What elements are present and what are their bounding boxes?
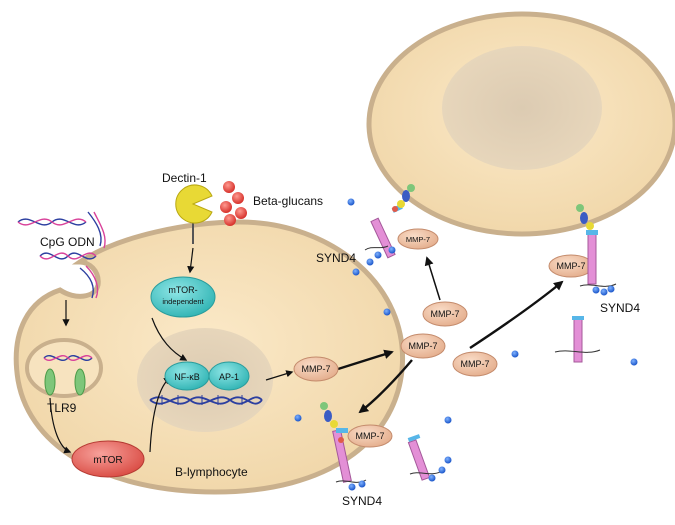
mmp7-label-5: MMP-7 [406,235,430,244]
dectin-1-receptor [175,184,213,244]
mmp7-label-3: MMP-7 [409,341,438,351]
endosome [25,338,103,398]
nfkb-node: NF-κB [164,361,210,391]
tlr9-receptors [44,368,86,396]
arrow-to-synd4-bottom [358,359,413,414]
cpg-odn-label: CpG ODN [40,235,95,249]
dna-helix [149,395,263,405]
mtor-independent-label-line1: mTOR- [168,285,197,295]
arrow-mmp7-out [337,349,394,371]
arrow-to-synd4-right [469,280,564,350]
cpg-odn-strands [17,211,106,361]
arrow-to-synd4-top [424,256,441,301]
arrow-ap1-to-mmp7 [265,370,294,381]
mmp7-label-2: MMP-7 [431,309,460,319]
synd4-right [576,204,617,296]
b-lymphocyte-label: B-lymphocyte [175,465,248,479]
mmp7-extracellular-2: MMP-7 [400,333,446,359]
target-cell-nucleus [442,46,602,170]
synd4-cleaved-bottom [407,434,452,482]
mmp7-label-4: MMP-7 [461,359,490,369]
synd4-label-top: SYND4 [316,251,356,265]
mtor-node: mTOR [71,440,145,478]
arrow-tlr9-to-mtor [49,397,72,454]
shed-fragments [294,198,638,424]
mmp7-label-1: MMP-7 [302,364,331,374]
nfkb-label: NF-κB [174,372,200,382]
dectin-1-label: Dectin-1 [162,171,207,185]
synd4-top [364,184,415,259]
beta-glucans-label: Beta-glucans [253,194,323,208]
mtor-independent-node: mTOR- independent [150,276,216,318]
mmp7-label-7: MMP-7 [356,431,385,441]
mmp7-extracellular-3: MMP-7 [452,351,498,377]
mmp7-extracellular-1: MMP-7 [422,301,468,327]
mmp7-label-6: MMP-7 [557,261,586,271]
arrow-mtor-independent-to-nfkb [151,317,188,361]
ap1-label: AP-1 [219,372,239,382]
ap1-node: AP-1 [208,361,250,391]
mmp7-intracellular: MMP-7 [293,356,339,382]
synd4-bottom [320,402,367,491]
beta-glucan-particles [220,181,247,226]
target-cell [366,11,675,237]
mtor-independent-label-line2: independent [162,297,204,306]
synd4-cleaved-right [554,316,601,363]
secretion-arrows [337,256,564,414]
synd4-label-bottom: SYND4 [342,494,382,508]
mtor-label: mTOR [93,455,122,466]
tlr9-label: TLR9 [47,401,77,415]
arrow-dectin-to-mtor-independent [187,247,195,274]
mmp7-synd4-right: MMP-7 [548,254,594,278]
mmp7-synd4-bottom: MMP-7 [347,424,393,448]
mmp7-synd4-top: MMP-7 [397,228,439,250]
synd4-label-right: SYND4 [600,301,640,315]
